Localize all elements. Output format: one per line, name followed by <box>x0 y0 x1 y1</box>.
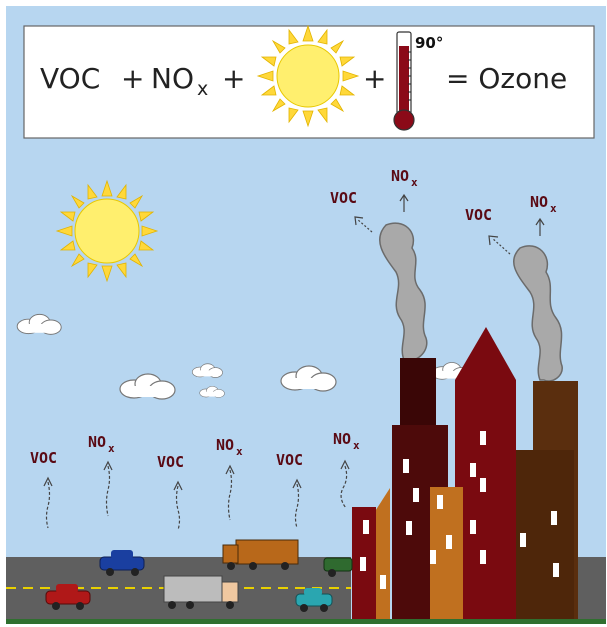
ground-nox-subscript-3: x <box>353 439 360 452</box>
smoke-plume-left <box>379 222 428 361</box>
equation-result: = Ozone <box>446 62 567 95</box>
building-orange-left <box>372 488 390 623</box>
equation-no: NO <box>151 62 194 95</box>
emission-arrow <box>340 465 348 509</box>
emission-arrow <box>105 465 111 517</box>
ground-nox-subscript-2: x <box>236 445 243 458</box>
equation-plus-2: + <box>222 62 245 95</box>
ground-nox-label-2: NO <box>216 436 234 454</box>
car-green <box>323 557 353 577</box>
stack-nox-subscript-1: x <box>411 176 418 189</box>
ground-emissions: VOC NO x VOC NO x VOC NO x <box>30 430 360 531</box>
stack-nox-subscript-2: x <box>550 202 557 215</box>
equation-temperature: 90° <box>415 34 443 52</box>
ground-voc-label-2: VOC <box>157 453 184 471</box>
emission-arrow <box>45 481 51 529</box>
stack-nox-label-2: NO <box>530 193 548 211</box>
grass-strip <box>6 619 606 624</box>
car-blue <box>99 550 145 576</box>
stack-voc-label-2: VOC <box>465 206 492 224</box>
ground-nox-label-1: NO <box>88 433 106 451</box>
building-red-tower <box>455 327 516 623</box>
sky-sun-icon <box>55 179 159 283</box>
thermometer-icon <box>393 31 415 131</box>
emission-arrow <box>227 469 233 521</box>
smokestack-emissions: VOC NO x VOC NO x <box>330 167 557 255</box>
smoke-plume-right <box>513 245 563 382</box>
city-buildings <box>352 327 578 623</box>
building-windows <box>360 431 559 589</box>
equation-voc: VOC <box>40 62 100 95</box>
equation-plus-3: + <box>363 62 386 95</box>
equation-plus-1: + <box>121 62 144 95</box>
car-teal <box>295 588 333 612</box>
truck-orange <box>222 539 299 570</box>
ground-voc-label-3: VOC <box>276 451 303 469</box>
stack-nox-label-1: NO <box>391 167 409 185</box>
ground-nox-label-3: NO <box>333 430 351 448</box>
car-red <box>45 584 91 610</box>
ground-nox-subscript-1: x <box>108 442 115 455</box>
stack-voc-label-1: VOC <box>330 189 357 207</box>
emission-arrow <box>175 485 181 531</box>
emission-arrow <box>294 483 300 529</box>
truck-gray <box>163 575 239 609</box>
equation-no-subscript: x <box>197 78 208 100</box>
equation-panel: VOC + NO x + <box>23 24 595 139</box>
sun-icon <box>256 24 360 128</box>
ground-voc-label-1: VOC <box>30 449 57 467</box>
